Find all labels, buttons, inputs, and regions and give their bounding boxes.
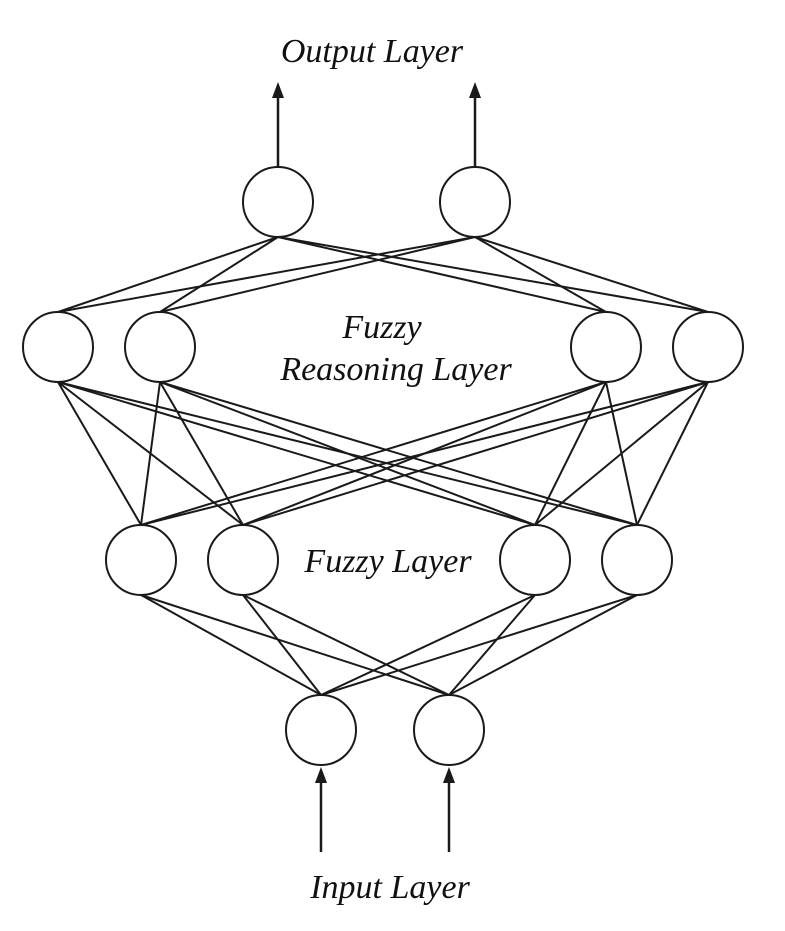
input-arrow-1 <box>315 767 327 852</box>
connection-fuzzy-to-reasoning <box>242 381 607 526</box>
fuzzy-layer-label: Fuzzy Layer <box>303 543 472 580</box>
connection-input-to-fuzzy <box>448 594 536 696</box>
connection-input-to-fuzzy <box>242 594 322 696</box>
fuzzy-node-2 <box>207 524 279 596</box>
output-arrow-2 <box>469 82 481 167</box>
neuron-nodes <box>22 166 744 766</box>
fuzzy-node-3 <box>499 524 571 596</box>
reasoning-layer-label-line1: Fuzzy <box>341 309 422 346</box>
reasoning-node-1 <box>22 311 94 383</box>
input-arrow-2-head <box>443 767 455 783</box>
connection-fuzzy-to-reasoning <box>159 381 638 526</box>
fuzzy-node-1 <box>105 524 177 596</box>
connection-fuzzy-to-reasoning <box>57 381 638 526</box>
connection-input-to-fuzzy <box>140 594 450 696</box>
output-node-1 <box>242 166 314 238</box>
connection-fuzzy-to-reasoning <box>159 381 244 526</box>
fuzzy-node-4 <box>601 524 673 596</box>
connection-reasoning-to-output <box>57 236 476 313</box>
connection-fuzzy-to-reasoning <box>57 381 536 526</box>
connection-reasoning-to-output <box>277 236 709 313</box>
connection-reasoning-to-output <box>474 236 709 313</box>
input-arrow-1-head <box>315 767 327 783</box>
reasoning-node-2 <box>124 311 196 383</box>
connection-reasoning-to-output <box>57 236 279 313</box>
output-node-2 <box>439 166 511 238</box>
input-arrow-2 <box>443 767 455 852</box>
connection-reasoning-to-output <box>277 236 607 313</box>
reasoning-node-3 <box>570 311 642 383</box>
connection-fuzzy-to-reasoning <box>605 381 638 526</box>
output-arrow-1-head <box>272 82 284 98</box>
reasoning-layer-label-line2: Reasoning Layer <box>279 351 512 388</box>
connection-fuzzy-to-reasoning <box>636 381 709 526</box>
connection-fuzzy-to-reasoning <box>534 381 607 526</box>
output-layer-label: Output Layer <box>281 33 464 70</box>
input-layer-label: Input Layer <box>309 869 470 906</box>
connection-fuzzy-to-reasoning <box>57 381 142 526</box>
connection-input-to-fuzzy <box>320 594 638 696</box>
connection-input-to-fuzzy <box>140 594 322 696</box>
connection-fuzzy-to-reasoning <box>57 381 244 526</box>
connection-input-to-fuzzy <box>320 594 536 696</box>
output-arrow-2-head <box>469 82 481 98</box>
reasoning-node-4 <box>672 311 744 383</box>
connection-reasoning-to-output <box>159 236 279 313</box>
output-arrow-1 <box>272 82 284 167</box>
connection-reasoning-to-output <box>474 236 607 313</box>
connection-input-to-fuzzy <box>448 594 638 696</box>
io-arrows <box>272 82 481 852</box>
connection-reasoning-to-output <box>159 236 476 313</box>
connection-lines <box>57 236 709 696</box>
connection-input-to-fuzzy <box>242 594 450 696</box>
input-node-2 <box>413 694 485 766</box>
input-node-1 <box>285 694 357 766</box>
connection-fuzzy-to-reasoning <box>242 381 709 526</box>
connection-fuzzy-to-reasoning <box>140 381 607 526</box>
